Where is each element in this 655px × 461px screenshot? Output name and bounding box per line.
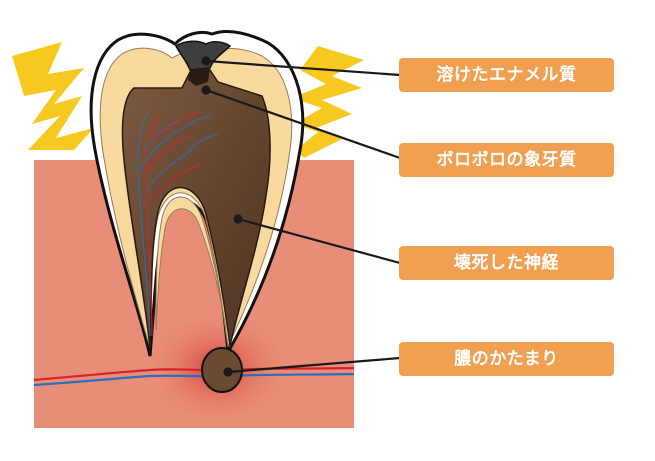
label-pus-abscess: 膿のかたまり xyxy=(399,342,614,376)
label-melted-enamel: 溶けたエナメル質 xyxy=(399,58,614,92)
label-crumbling-dentin: ボロボロの象牙質 xyxy=(399,143,614,177)
label-necrotic-nerve: 壊死した神経 xyxy=(399,246,614,280)
abscess-blob xyxy=(202,348,242,392)
pain-zigzag-left-icon xyxy=(12,42,94,150)
